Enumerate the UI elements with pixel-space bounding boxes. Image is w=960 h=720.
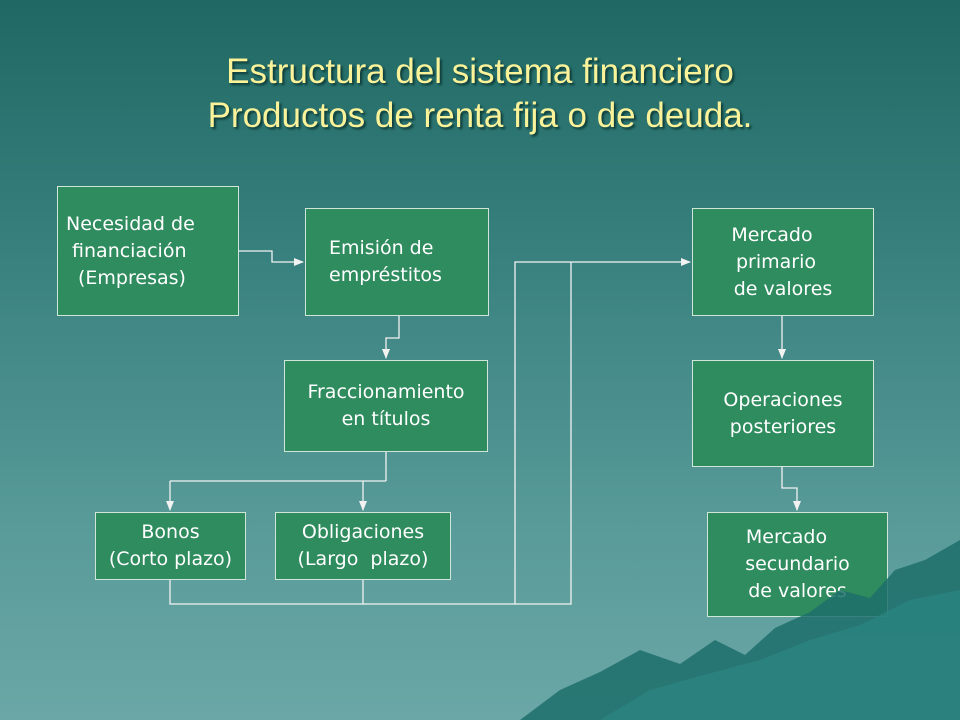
node-text: Operaciones <box>723 388 843 411</box>
connector-to-primario <box>514 258 691 604</box>
slide-title: Estructura del sistema financiero Produc… <box>0 50 960 138</box>
node-text: (Corto plazo) <box>108 548 233 570</box>
node-text: Obligaciones <box>301 521 425 543</box>
node-text: Mercado <box>745 526 828 548</box>
node-text: Mercado <box>731 223 813 246</box>
node-text: Necesidad de <box>66 212 195 235</box>
node-operaciones-posteriores: Operaciones posteriores <box>692 360 874 467</box>
node-text: de valores <box>733 277 833 300</box>
node-text: en títulos <box>341 408 431 430</box>
node-text: posteriores <box>729 415 837 438</box>
node-necesidad-financiacion: Necesidad de financiación (Empresas) <box>57 186 239 316</box>
node-text: Emisión de <box>329 237 434 259</box>
connector-bonos-bottom <box>169 580 515 605</box>
arrow-emision-to-fraccionamiento <box>382 316 400 359</box>
node-text: (Empresas) <box>78 266 186 289</box>
title-line-1: Estructura del sistema financiero <box>226 52 734 91</box>
title-line-2: Productos de renta fija o de deuda. <box>207 96 753 135</box>
node-obligaciones: Obligaciones (Largo plazo) <box>275 512 451 580</box>
mountain-highlight <box>600 590 960 720</box>
node-bonos: Bonos (Corto plazo) <box>95 512 246 580</box>
node-text: (Largo plazo) <box>297 548 429 570</box>
node-text: Fraccionamiento <box>307 381 465 403</box>
connector-loop <box>515 262 572 605</box>
node-text: Bonos <box>141 521 200 543</box>
node-fraccionamiento-titulos: Fraccionamiento en títulos <box>284 360 488 452</box>
node-text: de valores <box>748 580 847 602</box>
node-emision-emprestitos: Emisión de empréstitos <box>305 208 489 316</box>
node-mercado-secundario: Mercado secundario de valores <box>707 512 888 617</box>
node-mercado-primario: Mercado primario de valores <box>692 208 874 316</box>
arrow-operaciones-to-secundario <box>781 467 801 511</box>
node-text: empréstitos <box>329 264 442 286</box>
node-text: primario <box>735 250 817 273</box>
node-text: financiación <box>66 239 187 262</box>
arrow-necesidad-to-emision <box>239 250 304 266</box>
node-text: secundario <box>745 553 850 575</box>
